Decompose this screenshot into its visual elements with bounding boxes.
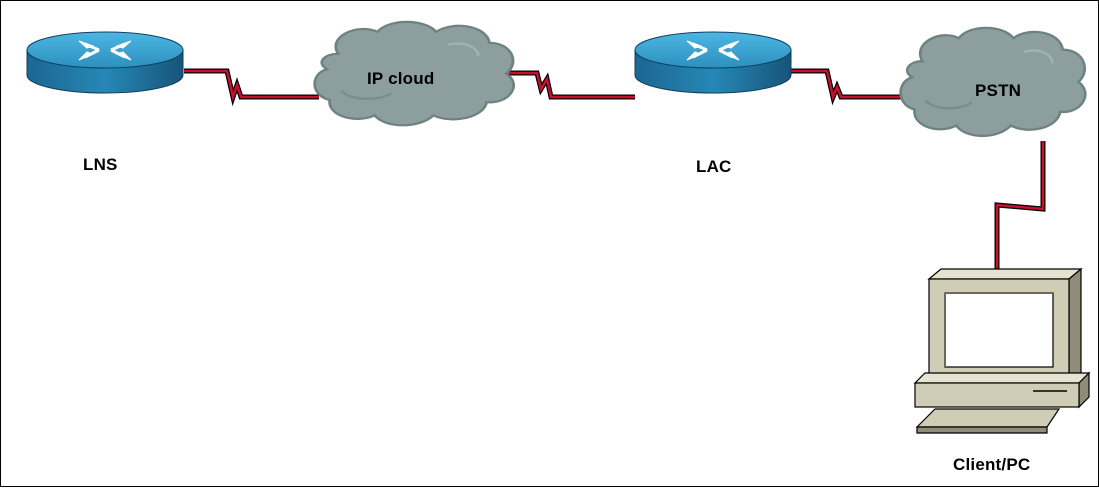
link-lac-pstn — [791, 68, 903, 106]
router-lac-icon — [633, 30, 793, 95]
lac-label: LAC — [696, 157, 732, 176]
ip-cloud-label: IP cloud — [367, 69, 435, 88]
link-ipcloud-lac — [501, 70, 635, 100]
client-pc-icon — [913, 267, 1091, 434]
lns-label: LNS — [83, 155, 118, 174]
link-lns-ipcloud — [184, 68, 319, 107]
client-pc-label: Client/PC — [953, 455, 1031, 474]
link-pstn-client — [994, 141, 1046, 271]
router-lns-icon — [25, 30, 185, 95]
pstn-label: PSTN — [975, 81, 1022, 100]
